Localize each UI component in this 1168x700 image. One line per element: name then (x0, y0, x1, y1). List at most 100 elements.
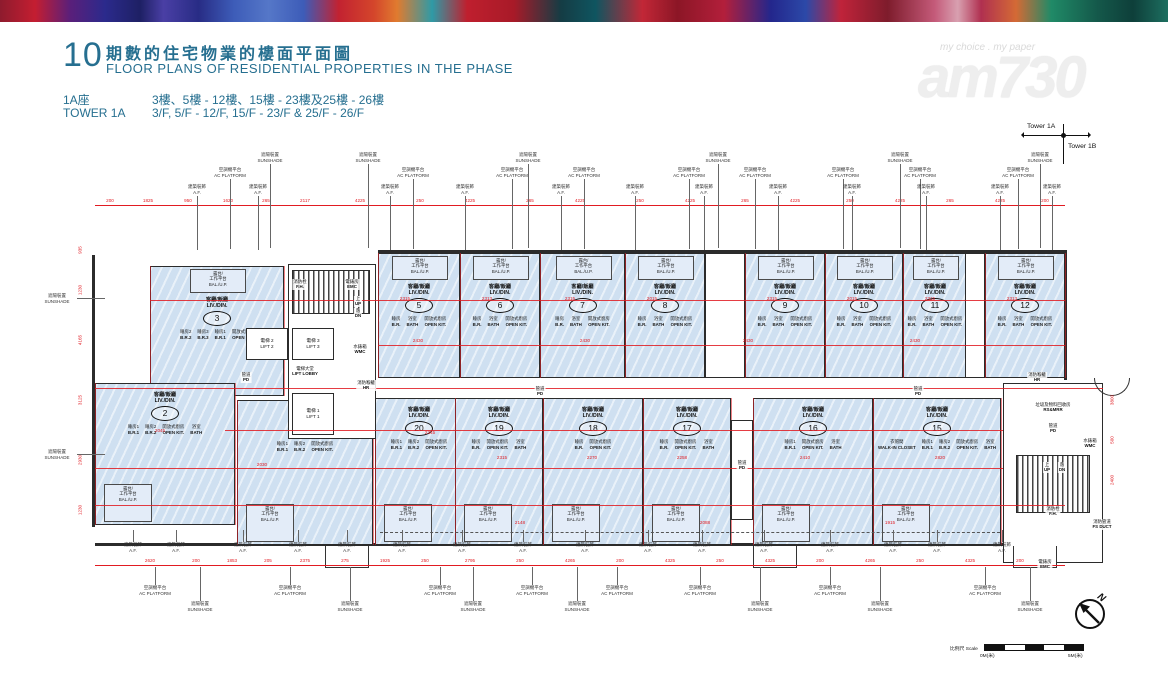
dimension-value: 3125 (77, 394, 83, 406)
dimension-value: 2015 (846, 296, 858, 301)
dimension-gridline (745, 253, 746, 378)
leader-line (561, 196, 562, 250)
dimension-value: 265 (946, 198, 954, 203)
dimension-gridline (237, 400, 238, 545)
dimension-value: 2030 (256, 462, 268, 467)
scale-start-label: 0M(米) (980, 654, 995, 659)
staircase (292, 270, 370, 314)
dimension-value: 935 (77, 246, 83, 254)
watermark-tagline: my choice . my paper (940, 42, 1036, 53)
leader-line (243, 530, 244, 542)
leader-line (852, 196, 853, 250)
leader-line (755, 179, 756, 249)
dimension-value: 1925 (379, 558, 391, 563)
dimension-value: 2400 (1109, 474, 1115, 486)
dimension-gridline (378, 253, 379, 378)
dimension-value: 200 (816, 558, 824, 563)
dimension-line-bottom (95, 565, 1065, 567)
dimension-value: 200 (1016, 558, 1024, 563)
scale-end-label: 5M(米) (1068, 654, 1083, 659)
leader-line (133, 530, 134, 542)
dimension-value: 2430 (742, 338, 754, 343)
dimension-line (378, 345, 1065, 346)
dimension-line-top (95, 205, 1065, 207)
dimension-value: 2620 (144, 558, 156, 563)
leader-line (462, 530, 463, 542)
leader-line (523, 530, 524, 542)
dimension-gridline (150, 266, 151, 396)
leader-line (1002, 530, 1003, 542)
tower-1a-label: Tower 1A (1027, 123, 1056, 130)
dimension-value: 2258 (676, 455, 688, 460)
dimension-value: 275 (341, 558, 349, 563)
dimension-value: 4165 (77, 334, 83, 346)
dimension-value: 2315 (399, 296, 411, 301)
am730-watermark: my choice . my paper am730 (908, 36, 1158, 116)
tower-label-zh: 1A座 (63, 93, 90, 107)
dimension-value: 2315 (564, 296, 576, 301)
scale-label-en: Scale (965, 647, 978, 652)
leader-line (77, 454, 105, 455)
leader-line (402, 530, 403, 542)
dimension-value: 4225 (684, 198, 696, 203)
dimension-line (150, 300, 1065, 301)
wall-segment (92, 255, 95, 527)
unit-number: 19 (485, 421, 513, 437)
dimension-gridline (375, 398, 376, 545)
dimension-gridline (235, 383, 236, 525)
dimension-value: 2820 (934, 455, 946, 460)
dimension-value: 1825 (142, 198, 154, 203)
dimension-value: 2313 (1006, 296, 1018, 301)
double-arrow-icon (1021, 132, 1091, 138)
dimension-gridline (460, 253, 461, 378)
dimension-gridline (373, 400, 374, 545)
section-number: 10 (63, 36, 103, 74)
tower-label-en: TOWER 1A (63, 106, 126, 120)
leader-line (258, 196, 259, 250)
leader-line (1040, 164, 1041, 248)
